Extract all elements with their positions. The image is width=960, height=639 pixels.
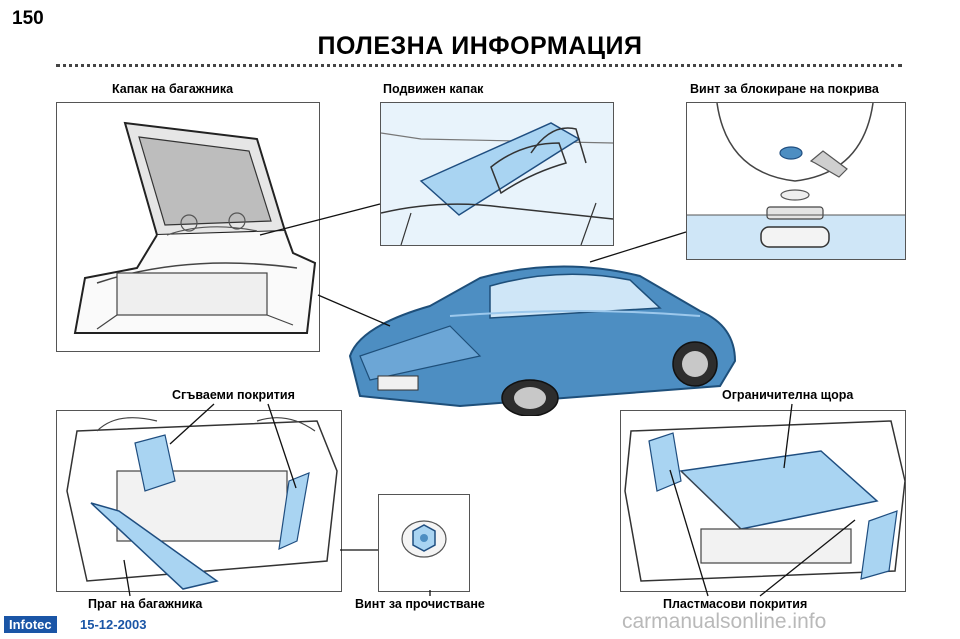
label-folding-covers: Сгъваеми покрития — [172, 388, 295, 402]
label-cleaning-screw: Винт за прочистване — [355, 597, 485, 611]
label-trunk-sill: Праг на багажника — [88, 597, 203, 611]
watermark: carmanualsonline.info — [622, 610, 827, 633]
page-title: ПОЛЕЗНА ИНФОРМАЦИЯ — [317, 32, 643, 60]
page-number: 150 — [12, 8, 44, 29]
label-trunk-lid: Капак на багажника — [112, 82, 234, 96]
trunk-sill-illustration — [56, 410, 342, 592]
dotted-divider — [56, 64, 902, 67]
trunk-lid-illustration — [56, 102, 320, 352]
infotec-logo: Infotec — [4, 616, 57, 633]
label-movable-lid: Подвижен капак — [383, 82, 484, 96]
plastic-covers-illustration — [620, 410, 906, 592]
car-illustration — [348, 265, 737, 416]
movable-lid-illustration — [380, 102, 614, 246]
label-plastic-covers: Пластмасови покрития — [663, 597, 808, 611]
roof-lock-screw-illustration — [686, 102, 906, 260]
footer-date: 15-12-2003 — [80, 617, 147, 632]
label-roof-lock-screw: Винт за блокиране на покрива — [690, 82, 879, 96]
cleaning-screw-illustration — [378, 494, 470, 592]
label-restraint-strap: Ограничителна щора — [722, 388, 854, 402]
